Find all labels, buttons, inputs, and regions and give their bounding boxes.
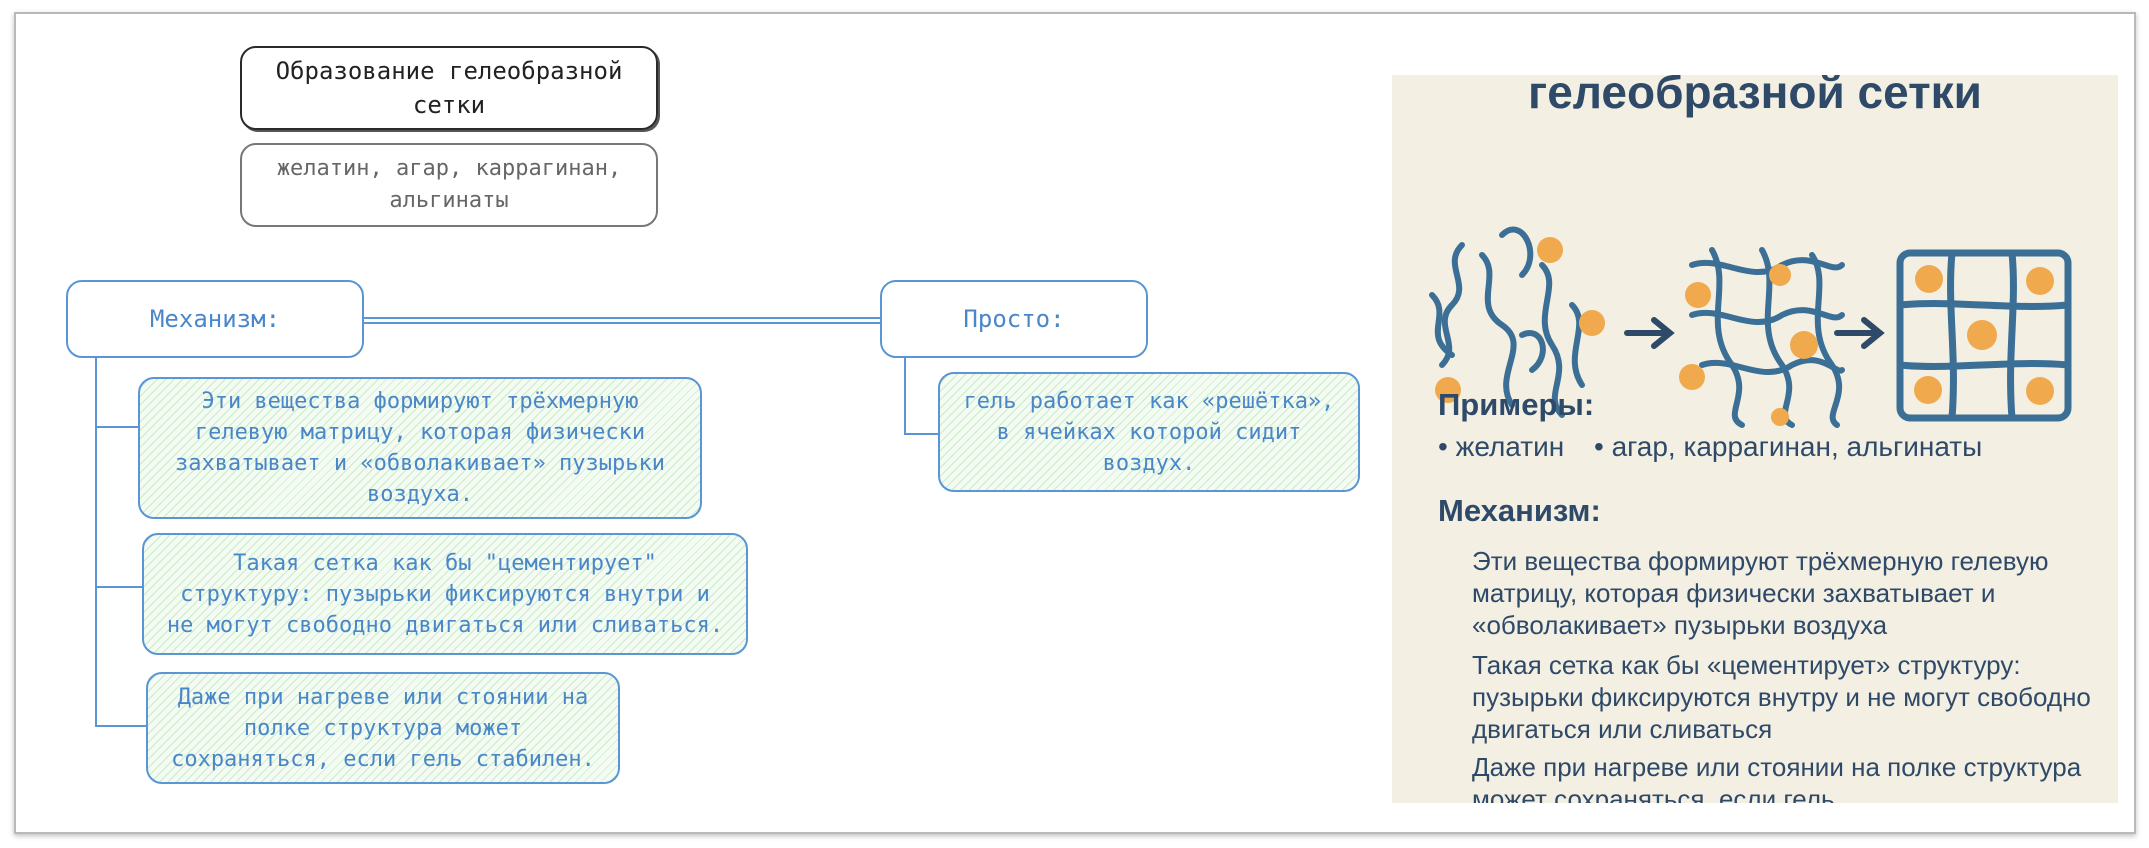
mechanism-item-3-text: Даже при нагреве или стоянии на полке ст…	[171, 684, 595, 772]
simple-item-1-text: гель работает как «решётка», в ячейках к…	[963, 388, 1335, 476]
example-item-1-text: желатин	[1455, 431, 1565, 462]
connector-leaf2	[95, 586, 144, 588]
example-item-2: • агар, каррагинан, альгинаты	[1593, 431, 1983, 462]
examples-node[interactable]: желатин, агар, каррагинан, альгинаты	[240, 143, 658, 227]
simple-node[interactable]: Просто:	[880, 280, 1148, 358]
mechanism-item-2[interactable]: Такая сетка как бы "цементирует" структу…	[142, 533, 748, 655]
orange-dots-2	[1679, 264, 1818, 426]
connector-leaf4	[904, 433, 940, 435]
examples-heading: Примеры:	[1438, 387, 1595, 422]
connector-simple-trunk	[904, 357, 906, 435]
connector-leaf1	[95, 426, 140, 428]
gel-lattice-icon	[1896, 249, 2072, 422]
mechanism-node-text: Механизм:	[149, 305, 281, 333]
orange-dots-3	[1914, 265, 2054, 405]
polymer-strands-icon	[1429, 226, 1585, 418]
mechanism-node[interactable]: Механизм:	[66, 280, 364, 358]
title-node-text: Образование гелеобразной сетки	[275, 57, 623, 119]
example-item-1: • желатин	[1438, 431, 1565, 462]
arrow-icon-2	[1834, 317, 1885, 349]
mechanism-heading: Механизм:	[1438, 493, 1601, 528]
tangled-strands-icon	[1689, 247, 1845, 428]
gel-network-illustration	[1429, 226, 2072, 428]
connector-mechanism-trunk	[95, 357, 97, 727]
simple-node-text: Просто:	[963, 305, 1065, 333]
connector-mechanism-simple-2	[360, 322, 882, 324]
mechanism-item-3[interactable]: Даже при нагреве или стоянии на полке ст…	[146, 672, 620, 784]
connector-leaf3	[95, 725, 148, 727]
example-item-2-text: агар, каррагинан, альгинаты	[1611, 431, 1983, 462]
mechanism-item-2-text: Такая сетка как бы "цементирует" структу…	[166, 550, 724, 638]
panel-title: гелеобразной сетки	[1528, 75, 1982, 118]
mechanism-item-1[interactable]: Эти вещества формируют трёхмерную гелеву…	[138, 377, 702, 519]
connector-mechanism-simple	[360, 317, 882, 319]
mechanism-paragraph-1: Эти вещества формируют трёхмерную гелеву…	[1472, 546, 2049, 640]
orange-dots-1	[1435, 237, 1605, 403]
mechanism-paragraph-2: Такая сетка как бы «цементирует» структу…	[1472, 650, 2091, 744]
infographic-panel: гелеобразной сетки	[1392, 75, 2118, 803]
examples-node-text: желатин, агар, каррагинан, альгинаты	[276, 156, 622, 213]
mechanism-paragraph-3: Даже при нагреве или стоянии на полке ст…	[1472, 752, 2082, 803]
mechanism-item-1-text: Эти вещества формируют трёхмерную гелеву…	[174, 389, 666, 507]
examples-list: • желатин • агар, каррагинан, альгинаты	[1438, 431, 2004, 463]
arrow-icon-1	[1624, 317, 1675, 349]
simple-item-1[interactable]: гель работает как «решётка», в ячейках к…	[938, 372, 1360, 492]
title-node[interactable]: Образование гелеобразной сетки	[240, 46, 658, 130]
